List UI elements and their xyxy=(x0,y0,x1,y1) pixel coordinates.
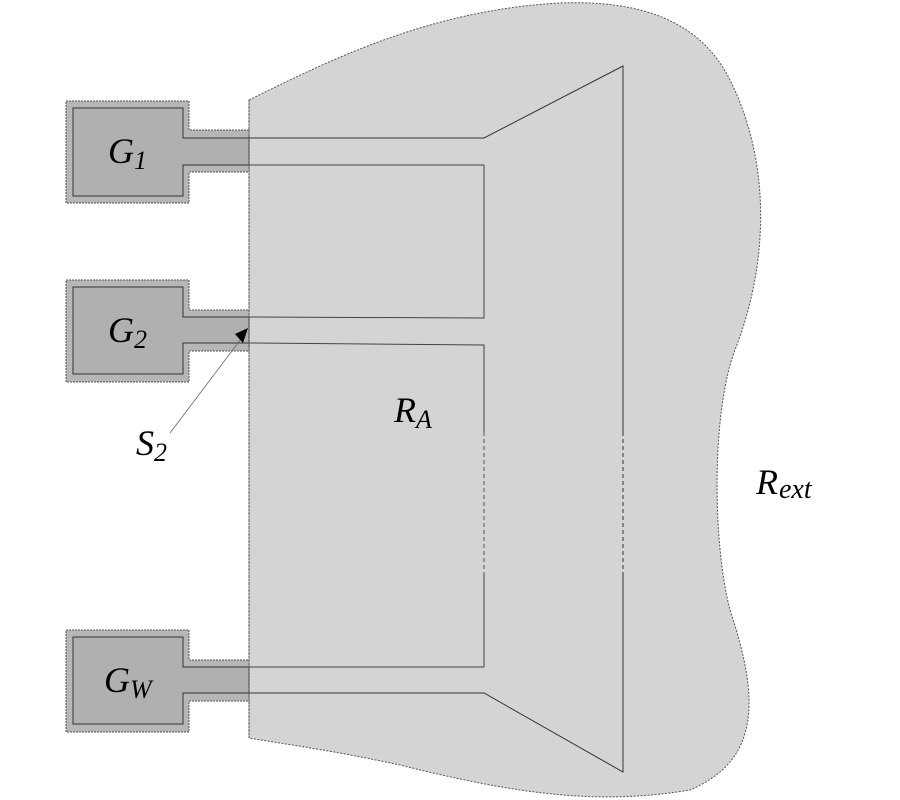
gadget-gw-label: GW xyxy=(104,660,154,704)
gadget-g1-inner xyxy=(72,107,250,197)
gadget-gw xyxy=(65,629,250,733)
region-ra-boundary xyxy=(248,2,762,798)
s2-arrow-line xyxy=(169,334,245,434)
gadget-g2-inner xyxy=(72,286,250,375)
s2-arrowhead xyxy=(235,328,248,343)
wires xyxy=(248,65,624,773)
gadget-g1-label: G1 xyxy=(108,131,147,175)
gadget-g2 xyxy=(65,279,250,383)
outer-wire-bottom xyxy=(249,573,624,773)
outer-wire-top xyxy=(249,65,624,432)
wire-g1-g2 xyxy=(248,164,485,319)
wire-g2-gw-top xyxy=(248,342,485,432)
gadget-g1 xyxy=(65,100,250,204)
s2-label: S2 xyxy=(136,423,167,467)
gadget-gw-inner xyxy=(72,636,250,725)
region-ra-label: RA xyxy=(393,390,432,434)
gadget-g2-label: G2 xyxy=(108,310,147,354)
wire-g2-gw-bottom xyxy=(249,573,485,668)
s2-arrow xyxy=(169,328,248,434)
region-ext-label: Rext xyxy=(755,462,813,505)
